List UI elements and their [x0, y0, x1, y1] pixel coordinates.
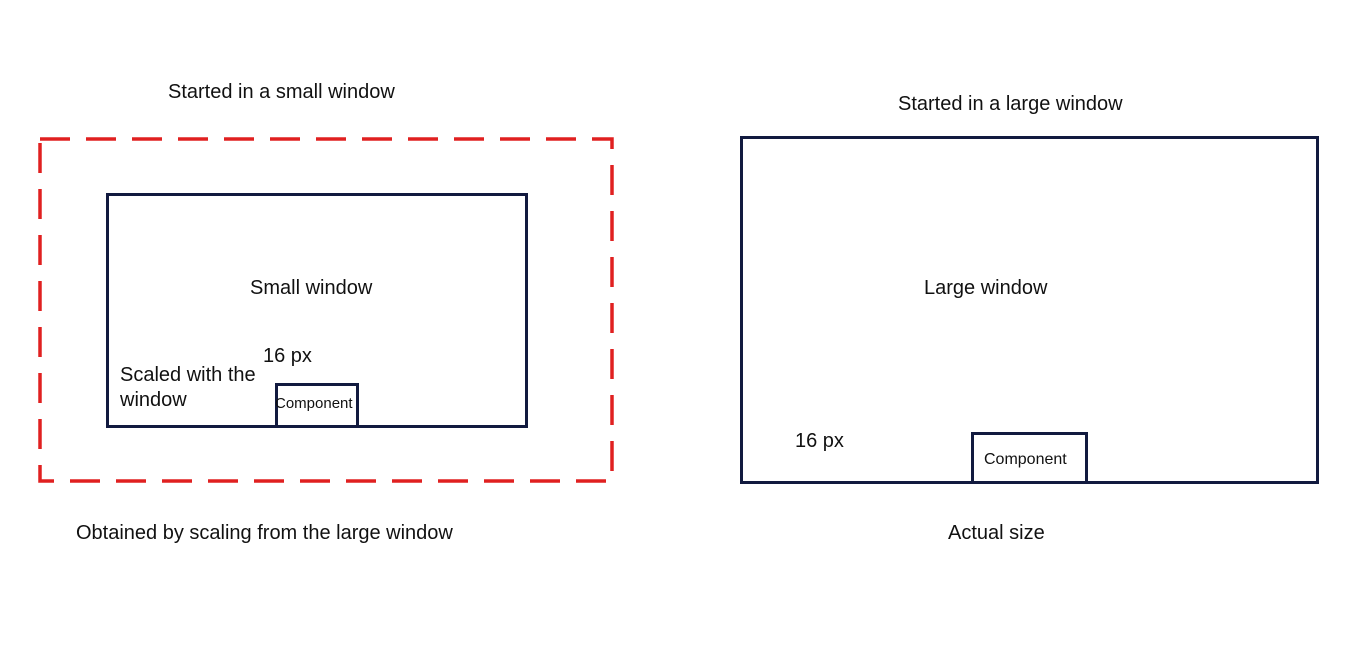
- large-window-label: Large window: [924, 277, 1048, 299]
- left-panel-caption: Obtained by scaling from the large windo…: [76, 522, 453, 544]
- small-window-measure-label: 16 px: [263, 345, 312, 367]
- small-component-label: Component: [275, 395, 353, 412]
- large-component-label: Component: [984, 451, 1067, 468]
- large-component-box: [971, 432, 1088, 484]
- left-panel-title: Started in a small window: [168, 81, 395, 103]
- right-panel-title: Started in a large window: [898, 93, 1123, 115]
- small-window-label: Small window: [250, 277, 373, 299]
- large-window-measure-label: 16 px: [795, 430, 844, 452]
- scaled-with-window-note: Scaled with the window: [120, 364, 256, 411]
- dashed-frame-outline: [38, 137, 614, 483]
- small-component-box: [275, 383, 359, 428]
- scaled-area-dashed-frame: [38, 137, 614, 483]
- right-panel-caption: Actual size: [948, 522, 1045, 544]
